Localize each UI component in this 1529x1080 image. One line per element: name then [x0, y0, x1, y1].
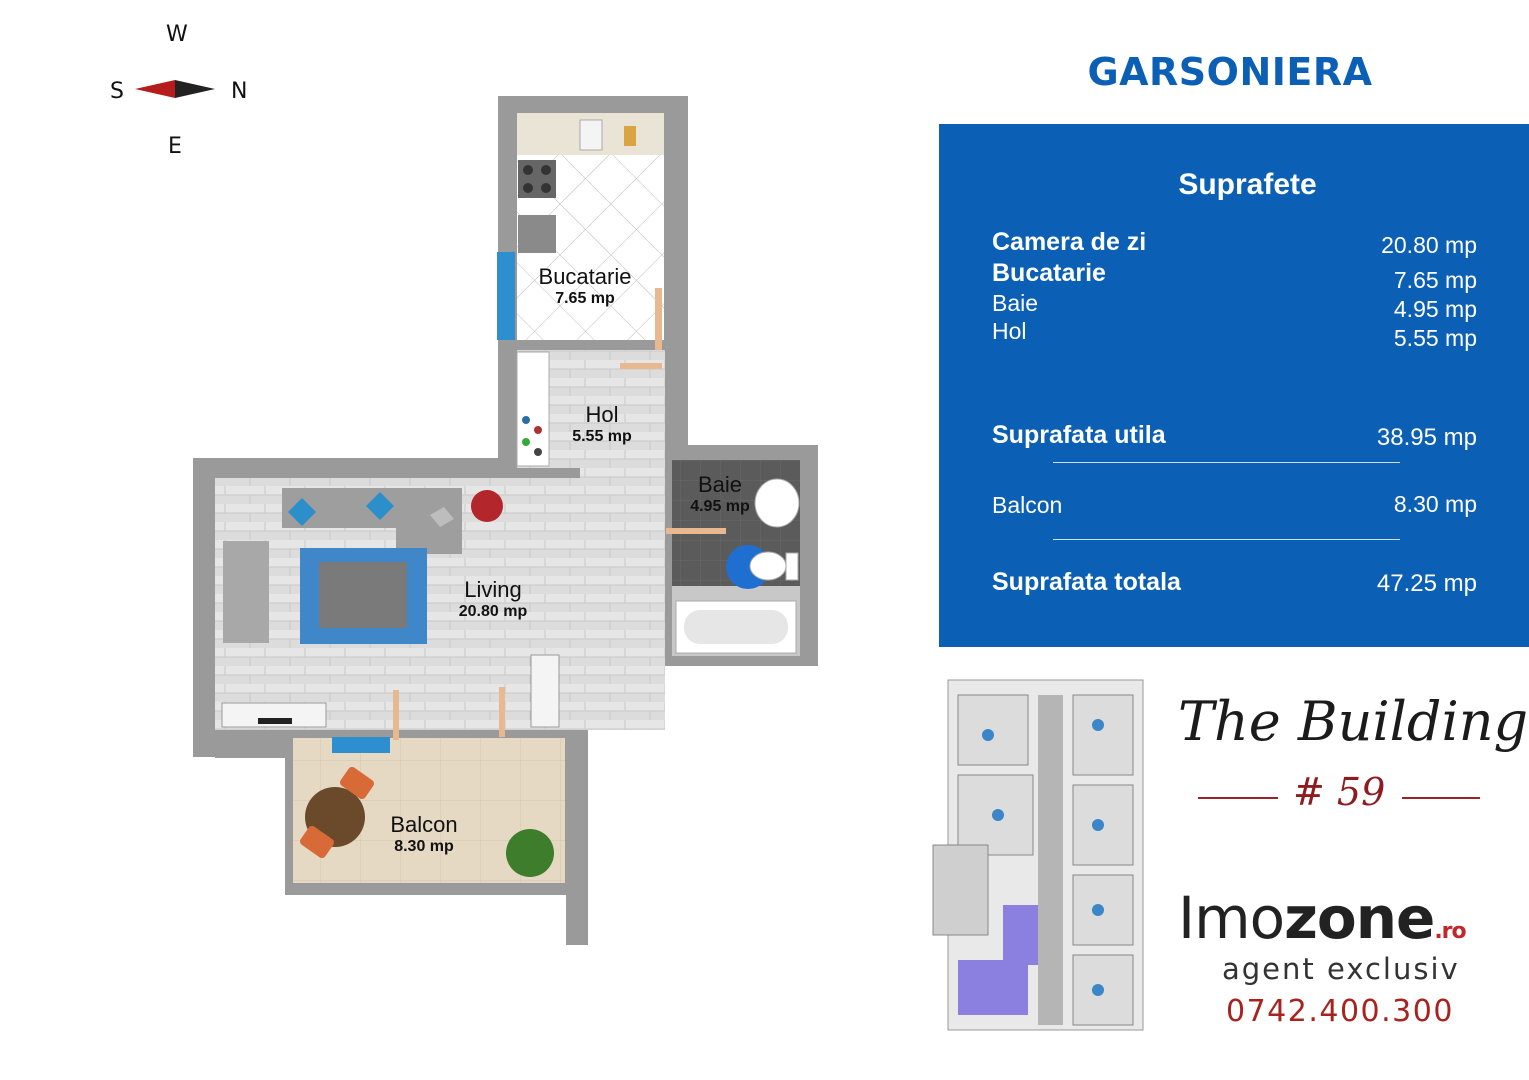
area-value-totala: 47.25 mp	[1376, 570, 1477, 597]
room-area: 8.30 mp	[394, 838, 454, 855]
room-area: 20.80 mp	[458, 603, 528, 620]
kettle-icon	[624, 126, 636, 146]
room-label-hol: Hol 5.55 mp	[552, 402, 652, 446]
building-overview-plan	[932, 679, 1144, 1031]
area-value-hol: 5.55 mp	[1393, 325, 1477, 351]
compass-w: W	[166, 22, 188, 47]
floor-plan	[135, 80, 818, 945]
phone-number[interactable]: 0742.400.300	[1226, 994, 1454, 1029]
room-label-baie: Baie 4.95 mp	[675, 472, 765, 516]
bath-door	[666, 528, 726, 534]
building-name: The Building	[1178, 690, 1529, 753]
shoe-rack-icon	[516, 351, 550, 467]
area-label-totala: Suprafata totala	[992, 568, 1181, 596]
area-label-balcon: Balcon	[992, 492, 1063, 518]
chair-icon	[339, 766, 375, 800]
area-label-camera: Camera de zi	[992, 228, 1147, 256]
kitchen-window	[497, 252, 515, 340]
balcony-door-left	[393, 690, 399, 740]
stove-icon	[518, 160, 556, 198]
area-label-hol: Hol	[992, 318, 1027, 344]
logo-part2: zone	[1284, 884, 1435, 952]
room-label-living: Living 20.80 mp	[433, 577, 553, 621]
area-label-utila: Suprafata utila	[992, 421, 1166, 449]
room-name: Baie	[697, 472, 743, 497]
area-label-baie: Baie	[992, 290, 1039, 316]
divider-left	[1198, 797, 1278, 799]
divider	[1053, 462, 1400, 463]
area-value-balcon: 8.30 mp	[1393, 491, 1477, 517]
area-value-utila: 38.95 mp	[1376, 424, 1477, 451]
compass-n: N	[231, 79, 248, 104]
washbasin-icon	[754, 478, 800, 528]
area-label-bucatarie: Bucatarie	[992, 259, 1106, 287]
panel-heading: Suprafete	[1178, 168, 1317, 201]
highlighted-apartment	[1003, 905, 1038, 965]
area-value-camera: 20.80 mp	[1381, 232, 1477, 258]
toilet-icon	[749, 551, 787, 581]
room-label-bucatarie: Bucatarie 7.65 mp	[515, 264, 655, 308]
logo-tld: .ro	[1434, 919, 1466, 944]
compass-arrow-icon	[135, 80, 175, 98]
compass-e: E	[168, 134, 182, 159]
room-name: Hol	[585, 402, 619, 427]
armchair-icon	[223, 541, 269, 643]
living-window	[332, 737, 390, 753]
divider-right	[1402, 797, 1480, 799]
divider	[1053, 539, 1400, 540]
kitchen-door	[655, 288, 662, 350]
bookshelf-icon	[530, 654, 560, 728]
room-label-balcon: Balcon 8.30 mp	[364, 812, 484, 856]
compass-s: S	[110, 79, 124, 104]
areas-panel: Suprafete Camera de zi 20.80 mp Bucatari…	[939, 124, 1529, 647]
room-name: Living	[464, 577, 522, 602]
building-number: # 59	[1293, 770, 1386, 814]
agent-text: agent exclusiv	[1222, 952, 1460, 986]
chair-icon-2	[299, 825, 335, 859]
room-area: 7.65 mp	[555, 290, 615, 307]
plant-icon	[471, 490, 503, 522]
page-title: GARSONIERA	[1087, 50, 1373, 94]
fridge-icon	[518, 215, 556, 253]
balcony-door-right	[499, 687, 505, 737]
area-value-bucatarie: 7.65 mp	[1393, 267, 1477, 293]
area-value-baie: 4.95 mp	[1393, 296, 1477, 322]
room-area: 5.55 mp	[572, 428, 632, 445]
imozone-logo: Imozone.ro	[1178, 884, 1467, 952]
logo-part1: Imo	[1178, 884, 1285, 952]
room-name: Bucatarie	[538, 264, 632, 289]
room-name: Balcon	[390, 812, 458, 837]
sink-icon	[579, 119, 603, 151]
room-area: 4.95 mp	[690, 498, 750, 515]
palm-plant-icon	[506, 829, 554, 877]
coffee-table-icon	[319, 562, 407, 628]
